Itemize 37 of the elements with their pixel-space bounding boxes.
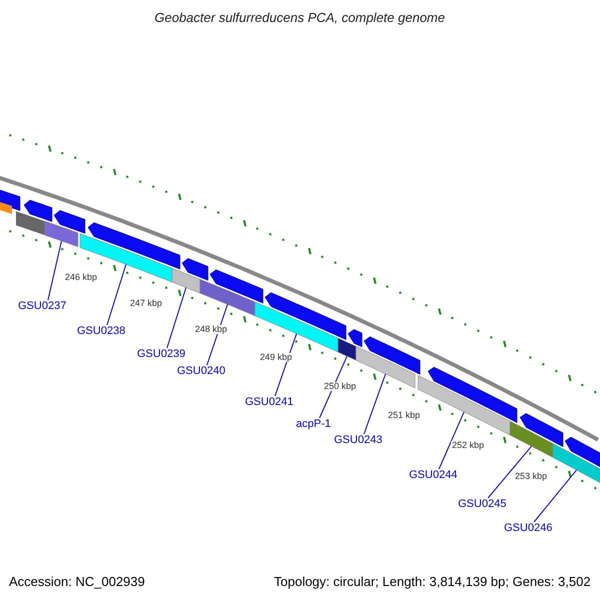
leader-line	[206, 304, 228, 366]
gene-label: GSU0239	[137, 349, 186, 360]
diagram-title: Geobacter sulfurreducens PCA, complete genome	[154, 11, 445, 24]
gene-label: GSU0244	[409, 470, 458, 481]
leader-line	[106, 264, 126, 326]
scale-label: 252 kbp	[451, 441, 486, 450]
gene-label: GSU0243	[334, 435, 382, 446]
leader-line	[364, 374, 386, 434]
accession-text: Accession: NC_002939	[9, 575, 145, 588]
gene-label: GSU0241	[245, 397, 294, 408]
gene-label: GSU0245	[458, 499, 506, 510]
scale-label: 246 kbp	[64, 273, 98, 282]
leader-line	[48, 240, 62, 300]
gene-feature-bar	[338, 338, 356, 361]
gene-feature-bar	[44, 220, 78, 248]
scale-label: 251 kbp	[387, 411, 422, 420]
leader-line	[166, 287, 186, 348]
scale-label: 250 kbp	[323, 382, 358, 391]
gene-label: GSU0237	[18, 301, 66, 312]
gene-feature-bar	[172, 268, 200, 294]
gene-feature-bar	[356, 346, 416, 388]
leader-line	[274, 333, 297, 396]
gene-feature-bar	[80, 233, 172, 282]
leader-line	[534, 470, 577, 522]
scale-label: 248 kbp	[194, 325, 228, 334]
scale-label: 249 kbp	[259, 353, 294, 362]
scale-label: 253 kbp	[514, 472, 548, 481]
leader-line	[488, 446, 532, 498]
gene-feature-bar	[510, 420, 554, 458]
gene-feature-bar	[200, 278, 256, 316]
genome-info-text: Topology: circular; Length: 3,814,139 bp; Genes: 3,502	[274, 575, 591, 588]
gene-label: acpP-1	[296, 419, 331, 430]
gene-label: GSU0240	[177, 366, 226, 377]
scale-label: 247 kbp	[129, 299, 164, 308]
gene-feature-bar	[254, 302, 338, 352]
gene-label: GSU0238	[77, 326, 126, 337]
gene-label: GSU0246	[504, 523, 552, 534]
